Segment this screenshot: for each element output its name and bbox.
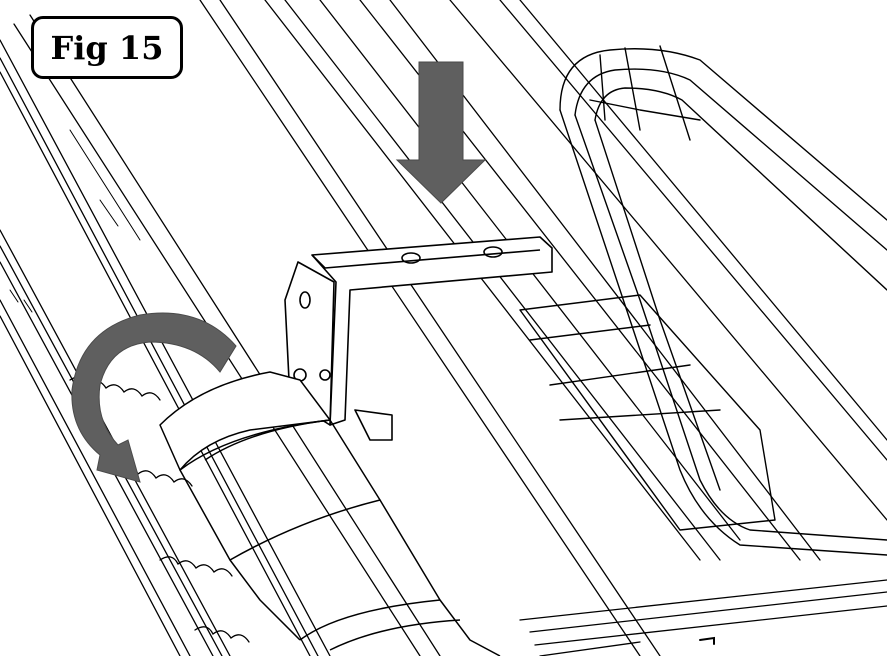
right-handle <box>519 45 887 556</box>
clamp-sleeve <box>159 371 501 656</box>
l-bracket <box>284 236 553 441</box>
curved-rotate-arrow-icon <box>71 312 237 483</box>
figure-label: Fig 15 <box>50 28 164 67</box>
down-arrow-icon <box>395 61 487 204</box>
figure-label-box: Fig 15 <box>31 16 183 79</box>
